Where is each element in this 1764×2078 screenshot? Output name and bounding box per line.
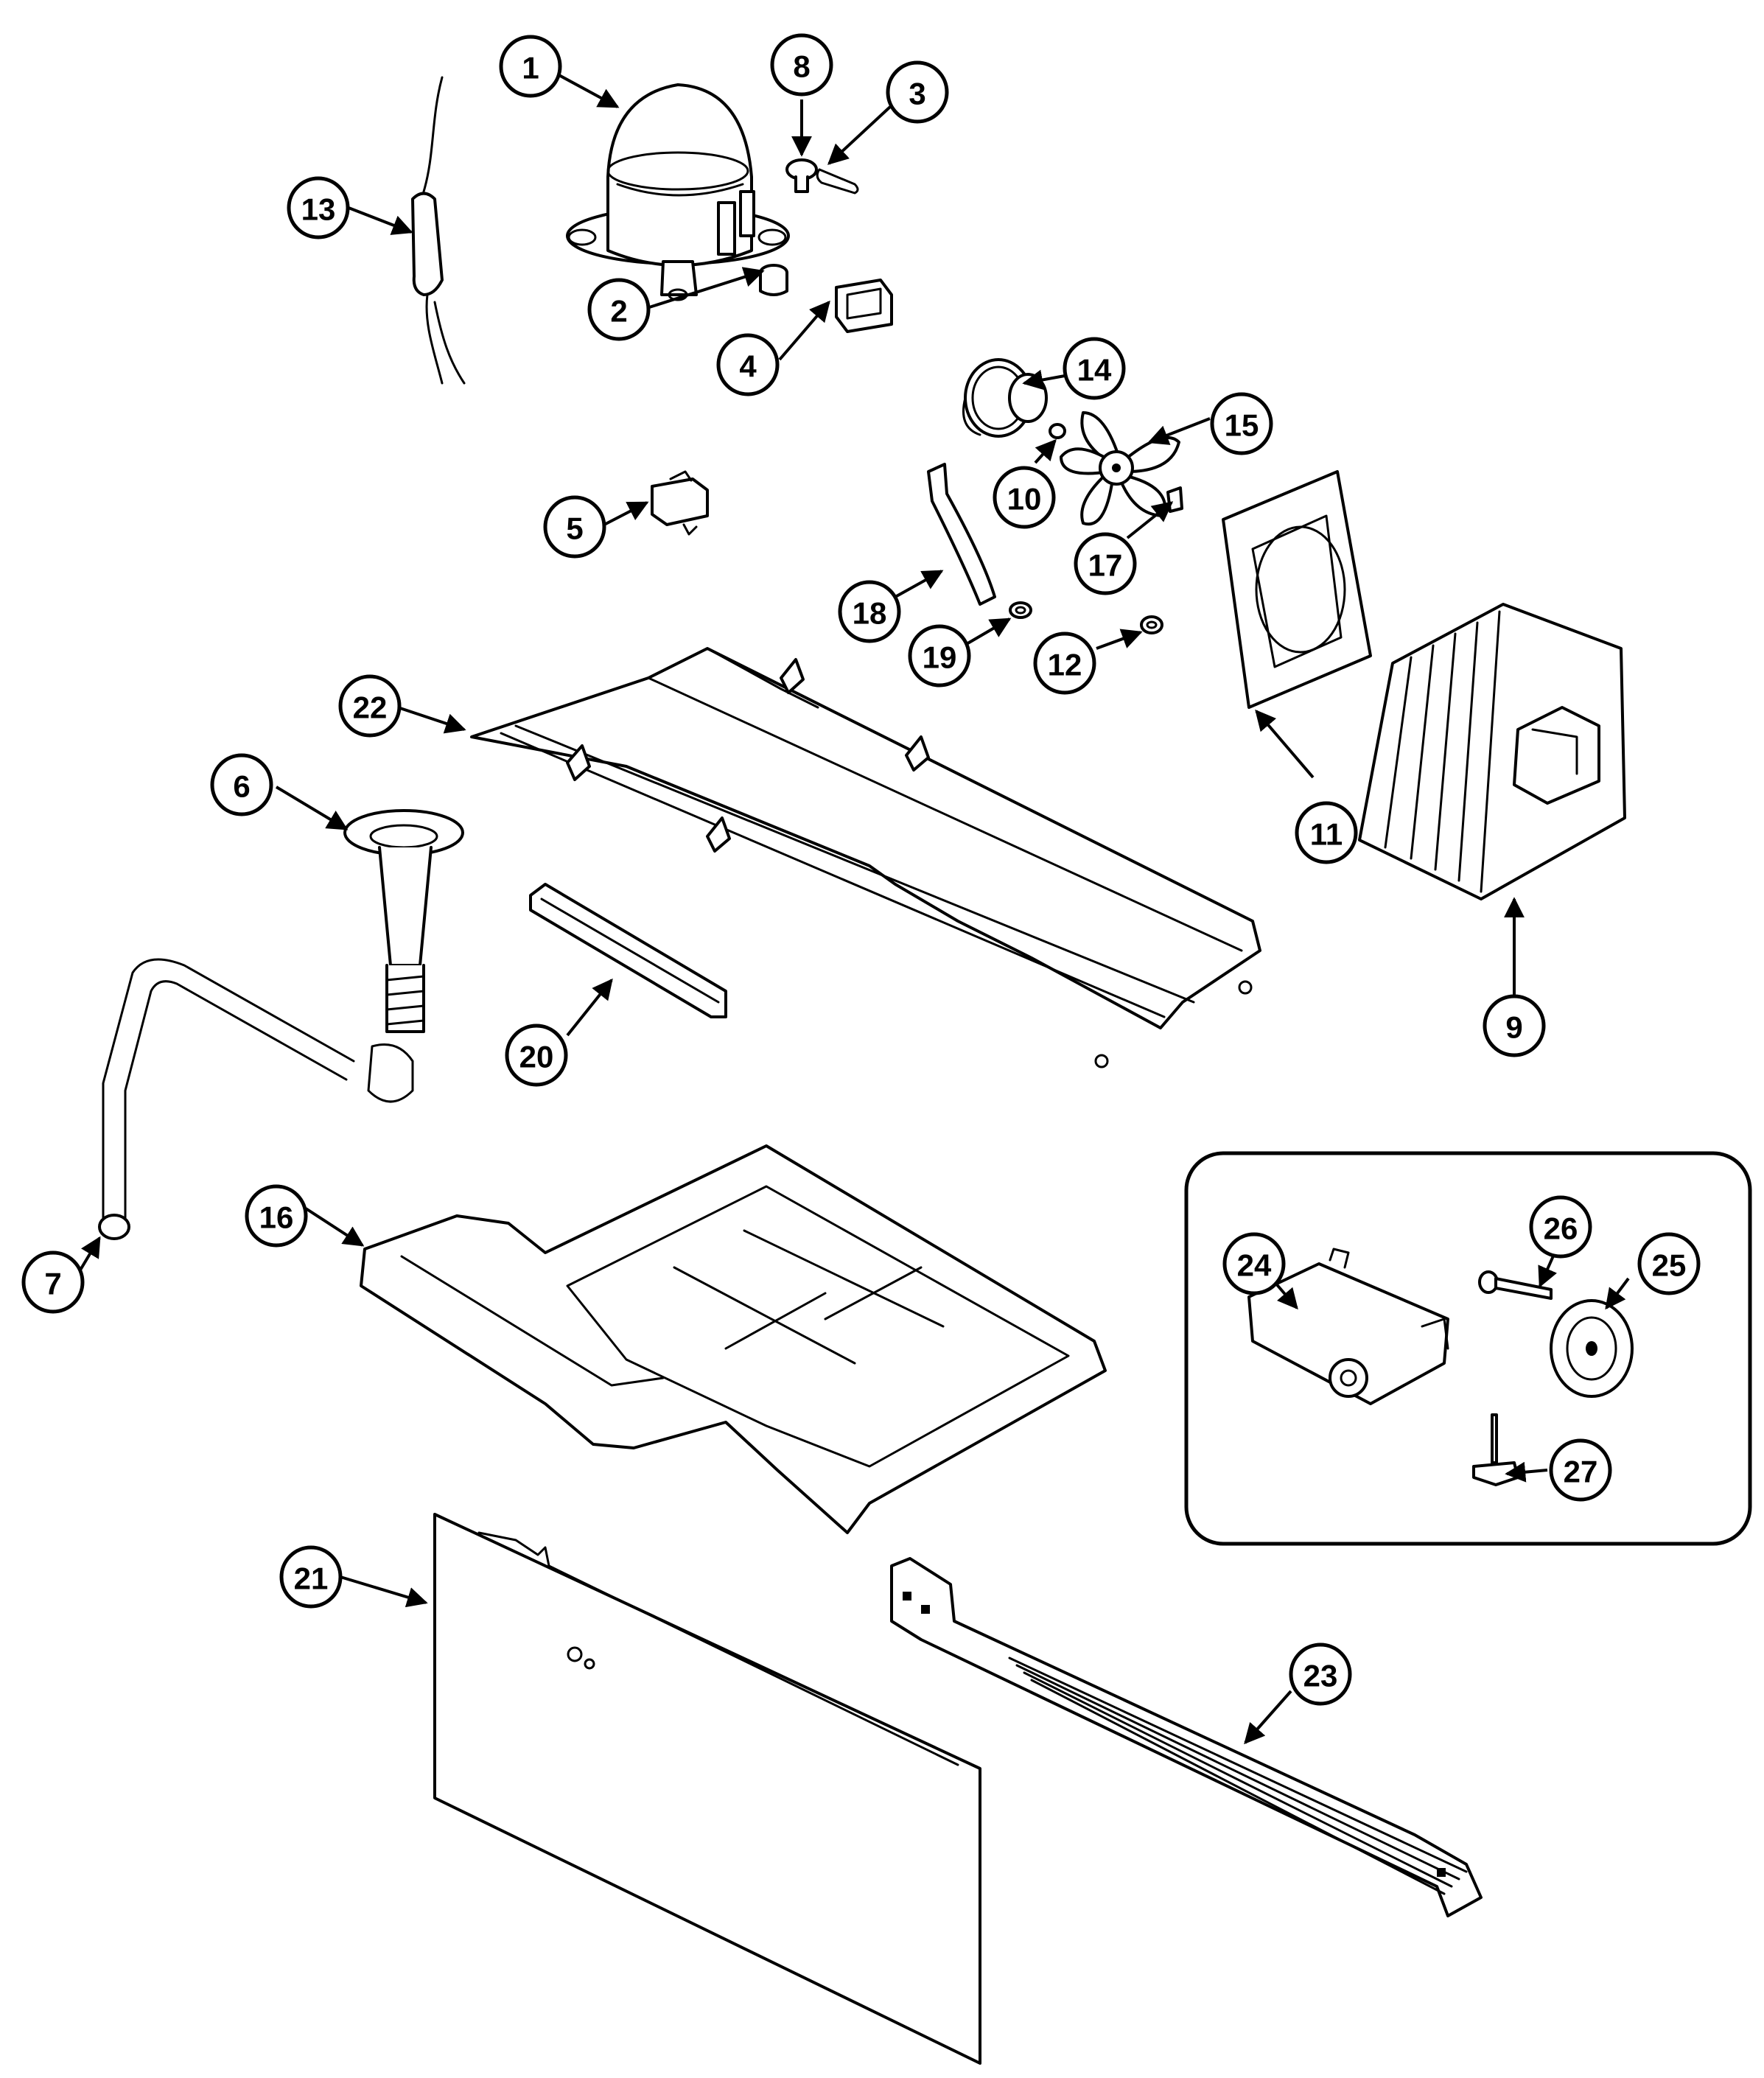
callout-3: 3 <box>886 60 949 124</box>
callout-21: 21 <box>279 1545 343 1609</box>
callout-number: 18 <box>853 596 887 631</box>
callout-number: 26 <box>1544 1211 1578 1246</box>
callout-number: 13 <box>301 192 336 227</box>
callout-11: 11 <box>1295 801 1358 864</box>
callout-number: 16 <box>259 1200 294 1235</box>
callout-number: 7 <box>44 1267 61 1301</box>
callout-5: 5 <box>543 495 606 559</box>
callout-number: 17 <box>1088 548 1123 583</box>
callout-number: 15 <box>1225 408 1259 443</box>
fan-blade-part <box>1060 411 1180 526</box>
callout-4: 4 <box>716 333 780 396</box>
callout-2: 2 <box>587 278 651 341</box>
callout-number: 14 <box>1077 353 1112 388</box>
callout-number: 12 <box>1048 648 1082 682</box>
compressor-part <box>566 83 790 301</box>
callout-14: 14 <box>1063 337 1126 400</box>
drain-pan-part <box>360 1144 1107 1534</box>
axle-pin-part <box>1478 1270 1553 1300</box>
callout-8: 8 <box>770 33 833 97</box>
condenser-part <box>1358 603 1626 900</box>
motor-bracket-part <box>927 463 996 606</box>
callout-17: 17 <box>1074 532 1137 595</box>
roller-wheel-part <box>1550 1299 1634 1398</box>
callout-7: 7 <box>21 1250 85 1314</box>
clip-part <box>816 168 859 195</box>
callout-26: 26 <box>1529 1195 1592 1259</box>
front-panel-part <box>433 1513 981 2065</box>
callout-22: 22 <box>338 674 402 738</box>
callout-6: 6 <box>210 753 273 816</box>
motor-grommet-part <box>1009 601 1032 619</box>
filter-drier-part <box>411 76 466 385</box>
relay-part <box>835 279 893 333</box>
callout-number: 2 <box>610 294 627 329</box>
fan-motor-part <box>962 358 1048 438</box>
callout-15: 15 <box>1210 392 1273 455</box>
callout-number: 21 <box>294 1561 329 1596</box>
callout-number: 3 <box>909 77 925 111</box>
fan-clip-part <box>1166 486 1183 513</box>
callout-number: 9 <box>1505 1010 1522 1045</box>
kick-plate-part <box>890 1557 1483 1917</box>
leader-lines <box>78 72 1630 1745</box>
callout-number: 5 <box>566 511 583 546</box>
terminal-bolt-part <box>785 158 818 193</box>
callout-1: 1 <box>499 35 562 98</box>
base-channel-part <box>470 647 1261 1068</box>
callout-number: 20 <box>519 1040 554 1074</box>
callout-20: 20 <box>505 1024 568 1087</box>
drain-funnel-part <box>343 809 464 1033</box>
switch-part <box>651 470 709 536</box>
washer-part <box>1049 423 1066 439</box>
callout-number: 19 <box>923 640 957 675</box>
fan-shroud-part <box>1222 470 1372 709</box>
callout-number: 22 <box>353 690 388 725</box>
callout-number: 6 <box>233 769 250 804</box>
callout-12: 12 <box>1033 632 1096 695</box>
callout-27: 27 <box>1549 1438 1612 1502</box>
callout-18: 18 <box>838 580 901 643</box>
callout-number: 23 <box>1303 1659 1338 1693</box>
callout-16: 16 <box>245 1184 308 1248</box>
callout-number: 27 <box>1564 1455 1598 1489</box>
callout-number: 11 <box>1310 817 1343 852</box>
callout-number: 24 <box>1237 1248 1272 1283</box>
roller-kit-inset-box <box>1184 1151 1752 1546</box>
grommet-small-part <box>1140 615 1163 634</box>
callout-10: 10 <box>993 466 1056 529</box>
callout-number: 8 <box>793 49 810 84</box>
grommet-part <box>759 264 788 296</box>
callout-number: 10 <box>1007 482 1042 517</box>
callout-number: 25 <box>1652 1248 1687 1283</box>
drain-tube-part <box>98 958 414 1240</box>
callout-13: 13 <box>287 176 350 239</box>
roller-bracket-part <box>1247 1248 1449 1405</box>
callout-9: 9 <box>1483 994 1546 1057</box>
channel-strip-part <box>529 883 727 1018</box>
callout-19: 19 <box>908 624 971 688</box>
callout-23: 23 <box>1289 1643 1352 1706</box>
callout-25: 25 <box>1637 1232 1701 1295</box>
callout-number: 1 <box>522 51 539 85</box>
callout-number: 4 <box>739 349 757 384</box>
callout-24: 24 <box>1222 1232 1286 1295</box>
